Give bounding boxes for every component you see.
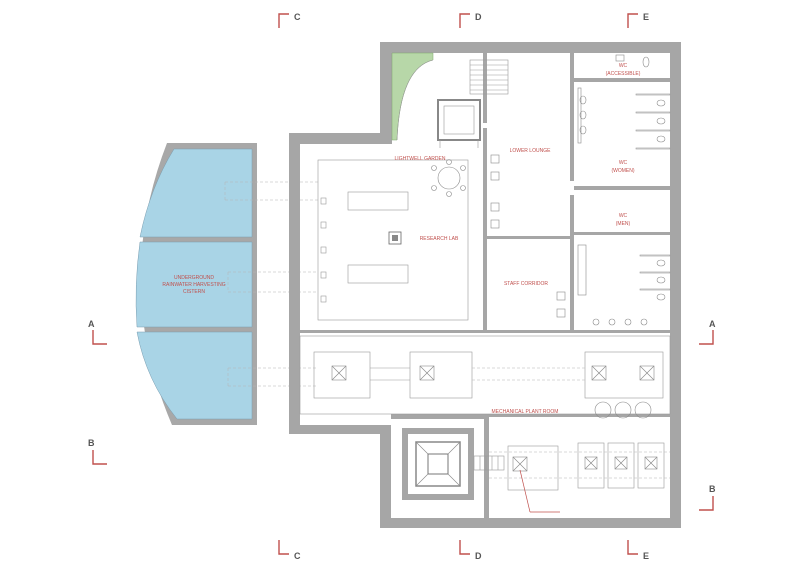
lightwell-garden [391,52,509,148]
section-a-right: A [709,319,716,329]
label-lightwell-garden: LIGHTWELL GARDEN [395,156,446,162]
section-e-top: E [643,12,649,22]
rainwater-cistern [135,143,257,425]
wc-fixtures [577,54,671,326]
label-cistern-3: CISTERN [183,289,205,295]
label-wc-women-sub: (WOMEN) [611,168,634,174]
lab-furniture [317,159,469,321]
section-d-top: D [475,12,482,22]
label-wc-accessible-sub: (ACCESSIBLE) [606,71,641,77]
room-labels: LIGHTWELL GARDEN LOWER LOUNGE WC (ACCESS… [162,63,640,415]
label-research-lab: RESEARCH LAB [420,236,459,242]
lounge-furniture [490,154,566,318]
section-d-bottom: D [475,551,482,561]
label-wc-women: WC [619,160,628,166]
section-letters: C D E C D E A A B B [88,12,716,561]
label-lower-lounge: LOWER LOUNGE [510,148,552,154]
section-markers [92,13,714,555]
label-plant-room: MECHANICAL PLANT ROOM [492,409,559,415]
section-e-bottom: E [643,551,649,561]
label-cistern-1: UNDERGROUND [174,275,214,281]
label-wc-men: WC [619,213,628,219]
label-cistern-2: RAINWATER HARVESTING [162,282,225,288]
section-a-left: A [88,319,95,329]
label-staff-corridor: STAFF CORRIDOR [504,281,548,287]
cistern-pipes [224,181,318,387]
section-b-right: B [709,484,716,494]
stair-core [402,428,505,500]
label-wc-men-sub: (MEN) [616,221,631,227]
section-c-bottom: C [294,551,301,561]
section-b-left: B [88,438,95,448]
plant-equipment [299,335,671,513]
section-c-top: C [294,12,301,22]
building-walls [289,42,681,528]
label-wc-accessible: WC [619,63,628,69]
